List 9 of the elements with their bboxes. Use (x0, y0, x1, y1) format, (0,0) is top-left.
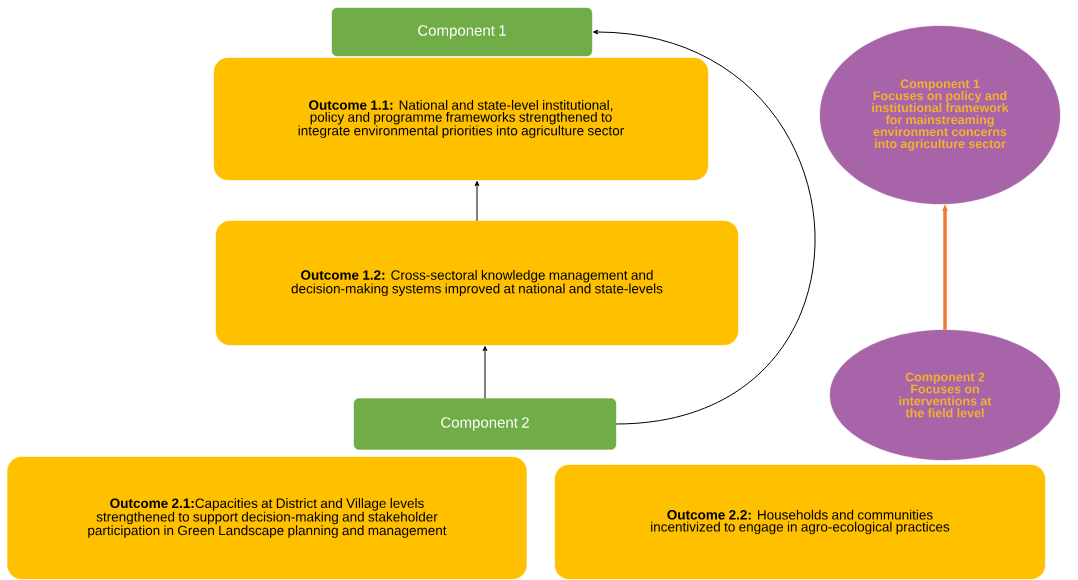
outcome-box: Outcome 2.1:Capacities at District and Village levels strengthened to support decision-making and stakeholder participation in Green Landscape planning and management (7, 456, 527, 580)
outcome-box: Outcome 1.1: National and state-level institutional, policy and programme frameworks strengthened to integrate environmental priorities into agriculture sector (213, 57, 709, 181)
outcome-box: Outcome 2.2: Households and communities incentivized to engage in agro-ecological practices (554, 464, 1046, 580)
arrow (593, 29, 816, 425)
component-box: Component 2 (353, 398, 617, 450)
outcome-box: Outcome 1.2: Cross-sectoral knowledge management and decision-making systems improved at national and state-levels (215, 220, 739, 346)
arrow (482, 345, 488, 399)
arrow (474, 180, 480, 222)
component-box: Component 1 (331, 7, 593, 57)
